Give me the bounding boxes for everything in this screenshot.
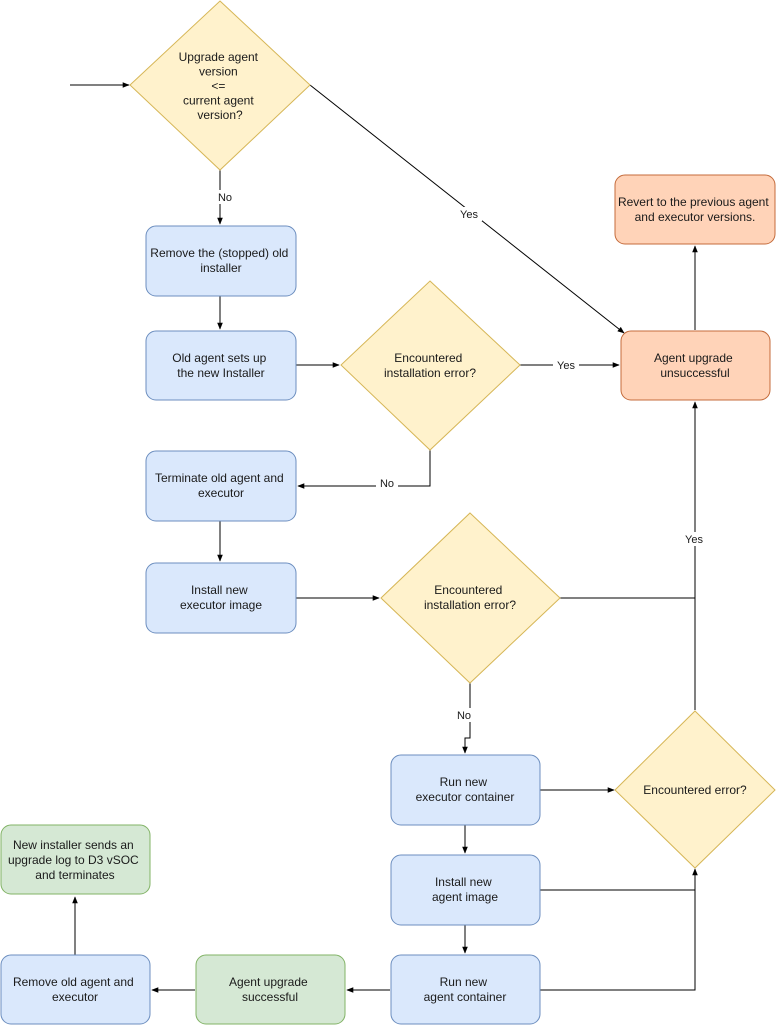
process-terminate-old: Terminate old agent and executor (145, 450, 297, 522)
process-run-agent-container-label: Run new agent container (424, 975, 507, 1004)
process-remove-old-installer-label: Remove the (stopped) old installer (150, 246, 291, 275)
edge-label-version-yes: Yes (456, 207, 482, 221)
decision-encountered-error-label: Encountered error? (643, 783, 747, 797)
edge-label-install1-yes: Yes (553, 358, 579, 372)
edge-label-install2-no: No (453, 708, 475, 722)
process-run-executor-container-label: Run new executor container (416, 775, 515, 804)
outcome-revert-versions: Revert to the previous agent and executo… (614, 174, 776, 245)
outcome-upgrade-unsuccessful: Agent upgrade unsuccessful (620, 330, 771, 401)
process-run-executor-container: Run new executor container (390, 754, 541, 826)
edge-labels: No Yes Yes No Yes No (214, 190, 707, 722)
svg-text:Yes: Yes (557, 360, 575, 372)
decision-encountered-error: Encountered error? (614, 710, 776, 869)
svg-text:No: No (457, 710, 471, 722)
outcome-installer-sends-log-label: New installer sends an upgrade log to D3… (8, 838, 142, 882)
process-remove-old-agent: Remove old agent and executor (0, 954, 151, 1025)
edge-run-agent-to-error (540, 868, 698, 991)
process-install-executor-image-label: Install new executor image (180, 583, 262, 612)
process-install-executor-image: Install new executor image (145, 562, 297, 634)
process-old-agent-setup: Old agent sets up the new Installer (145, 330, 297, 401)
svg-text:Yes: Yes (685, 534, 703, 546)
process-remove-old-agent-label: Remove old agent and executor (13, 975, 137, 1004)
outcome-installer-sends-log: New installer sends an upgrade log to D3… (0, 824, 151, 895)
outcome-revert-versions-label: Revert to the previous agent and executo… (618, 195, 772, 224)
outcome-upgrade-successful-label: Agent upgrade successful (229, 975, 311, 1004)
process-terminate-old-label: Terminate old agent and executor (155, 471, 287, 500)
process-remove-old-installer: Remove the (stopped) old installer (145, 225, 297, 297)
edges (70, 82, 698, 993)
process-install-agent-image: Install new agent image (390, 854, 541, 926)
edge-error1-no (297, 450, 431, 489)
outcome-upgrade-unsuccessful-label: Agent upgrade unsuccessful (654, 351, 736, 380)
edge-label-install1-no: No (376, 476, 398, 490)
outcome-upgrade-successful: Agent upgrade successful (195, 954, 346, 1025)
decision-version-check: Upgrade agent version <= current agent v… (129, 0, 311, 171)
edge-label-errors-yes: Yes (681, 532, 707, 546)
decision-installation-error-2: Encountered installation error? (380, 512, 561, 684)
process-install-agent-image-label: Install new agent image (432, 875, 498, 904)
svg-text:Yes: Yes (460, 209, 478, 221)
decision-version-check-label: Upgrade agent version <= current agent v… (179, 50, 262, 122)
process-old-agent-setup-label: Old agent sets up the new Installer (172, 351, 269, 380)
process-run-agent-container: Run new agent container (390, 954, 541, 1025)
svg-text:No: No (218, 192, 232, 204)
decision-installation-error-1: Encountered installation error? (340, 280, 521, 451)
decision-installation-error-2-label: Encountered installation error? (424, 583, 516, 612)
svg-text:No: No (380, 478, 394, 490)
edge-label-version-no: No (214, 190, 236, 204)
decision-installation-error-1-label: Encountered installation error? (384, 351, 476, 380)
